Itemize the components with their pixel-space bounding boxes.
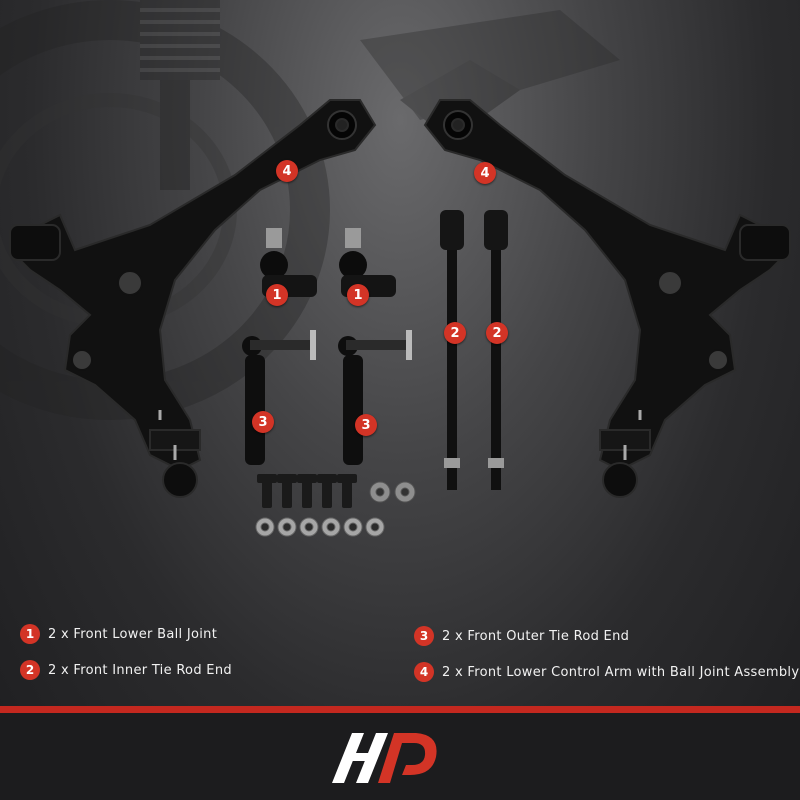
legend-number-3: 3	[414, 626, 434, 646]
badge-inner-tie-rod-left: 2	[444, 322, 466, 344]
legend-text-1: 2 x Front Lower Ball Joint	[48, 626, 218, 642]
hardware-bolts	[257, 474, 357, 508]
badge-control-arm-right: 4	[474, 162, 496, 184]
legend-text-2: 2 x Front Inner Tie Rod End	[48, 662, 232, 678]
badge-control-arm-left: 4	[276, 160, 298, 182]
brand-logo-icon	[332, 733, 437, 783]
parts-illustration	[9, 99, 791, 537]
inner-tie-rod-left	[440, 210, 464, 490]
legend-item-4: 4 2 x Front Lower Control Arm with Ball …	[414, 660, 799, 684]
legend-number-2: 2	[20, 660, 40, 680]
outer-tie-rod-right	[338, 330, 412, 465]
badge-inner-tie-rod-right: 2	[486, 322, 508, 344]
parts-legend: 1 2 x Front Lower Ball Joint 2 2 x Front…	[0, 600, 800, 710]
legend-text-3: 2 x Front Outer Tie Rod End	[442, 628, 630, 644]
ball-joint-right	[339, 228, 396, 297]
outer-tie-rod-left	[242, 330, 316, 465]
inner-tie-rod-right	[484, 210, 508, 490]
legend-text-4: 2 x Front Lower Control Arm with Ball Jo…	[442, 664, 800, 680]
legend-item-3: 3 2 x Front Outer Tie Rod End	[414, 624, 629, 648]
legend-number-1: 1	[20, 624, 40, 644]
hardware-washers	[255, 517, 385, 537]
legend-number-4: 4	[414, 662, 434, 682]
badge-outer-tie-rod-left: 3	[252, 411, 274, 433]
legend-item-2: 2 2 x Front Inner Tie Rod End	[20, 658, 232, 682]
accent-stripe	[0, 706, 800, 713]
footer-bar	[0, 713, 800, 800]
badge-outer-tie-rod-right: 3	[355, 414, 377, 436]
badge-ball-joint-right: 1	[347, 284, 369, 306]
hardware-nuts	[369, 481, 416, 503]
legend-item-1: 1 2 x Front Lower Ball Joint	[20, 622, 217, 646]
left-control-arm	[9, 99, 377, 498]
right-control-arm	[423, 99, 791, 498]
badge-ball-joint-left: 1	[266, 284, 288, 306]
